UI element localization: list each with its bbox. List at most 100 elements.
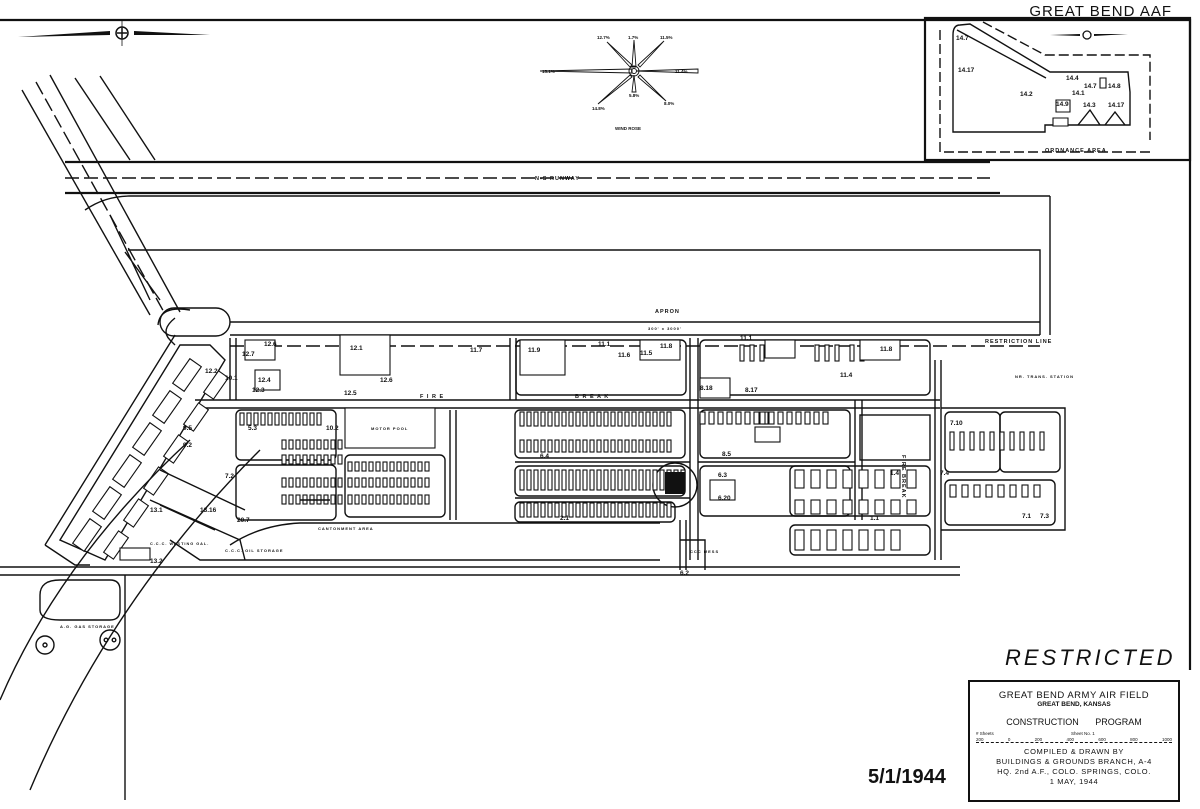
barracks-building <box>735 411 742 425</box>
barracks-building <box>375 494 381 505</box>
scale-bar: 200 0 200 400 600 800 1000 <box>976 737 1172 743</box>
barracks-building <box>603 502 609 518</box>
building-number: 11.8 <box>880 346 893 353</box>
barracks-building <box>810 499 821 515</box>
barracks-building <box>361 461 367 472</box>
labeled-buildings <box>119 334 931 561</box>
scale-tick: 400 <box>1066 737 1074 742</box>
barracks-building <box>302 439 308 450</box>
building-number: 11.8 <box>660 343 673 350</box>
building-number: 13.16 <box>200 507 217 514</box>
barracks-building <box>666 439 672 453</box>
barracks-building <box>624 502 630 518</box>
barracks-building <box>596 411 602 427</box>
barracks-building <box>842 469 853 489</box>
wind-rose-w: 15.1% <box>542 69 555 74</box>
barracks-building <box>316 439 322 450</box>
barracks-building <box>424 477 430 488</box>
barracks-building <box>337 494 343 505</box>
barracks-building <box>874 469 885 489</box>
building-number: 7.1 <box>1022 513 1031 520</box>
barracks-building <box>768 411 775 425</box>
barracks-building <box>309 439 315 450</box>
building-number: 7.10 <box>950 420 963 427</box>
barracks-building <box>858 469 869 489</box>
compiled-by: COMPILED & DRAWN BY <box>1024 747 1124 756</box>
frame-border <box>0 18 1192 670</box>
road-network <box>0 338 1066 800</box>
gas-storage: A.G. GAS STORAGE <box>35 624 121 655</box>
block-outline <box>235 464 337 521</box>
barracks-building <box>826 529 837 551</box>
buildings <box>239 344 1045 551</box>
barracks-building <box>288 477 294 488</box>
barracks-building <box>624 411 630 427</box>
barracks-building <box>810 529 821 551</box>
building-number: 1.1 <box>870 515 879 522</box>
hangar-building <box>151 389 183 425</box>
motor-pool-label: MOTOR POOL <box>371 426 408 431</box>
barracks-building <box>786 411 793 425</box>
sheet-number: Sheet No. 1 <box>1071 731 1095 736</box>
barracks-building <box>979 431 985 451</box>
barracks-building <box>999 431 1005 451</box>
barracks-building <box>253 412 259 426</box>
barracks-building <box>810 469 821 489</box>
barracks-building <box>589 469 595 491</box>
barracks-building <box>890 499 901 515</box>
inset-north-arrow-icon <box>1050 30 1128 40</box>
barracks-building <box>826 499 837 515</box>
barracks-building <box>666 411 672 427</box>
barracks-building <box>389 461 395 472</box>
wind-rose-icon <box>539 39 699 105</box>
barracks-building <box>575 502 581 518</box>
barracks-building <box>969 431 975 451</box>
barracks-building <box>749 344 755 362</box>
apron-label: APRON <box>655 309 680 315</box>
barracks-building <box>302 477 308 488</box>
barracks-building <box>858 529 869 551</box>
barracks-building <box>638 502 644 518</box>
cantonment-area-label: CANTONMENT AREA <box>318 526 374 531</box>
barracks-building <box>645 502 651 518</box>
hangar-building <box>71 517 103 553</box>
block-outline <box>699 465 851 517</box>
barracks-building <box>281 477 287 488</box>
building-number: 6.4 <box>540 453 549 460</box>
barracks-building <box>794 499 805 515</box>
barracks-building <box>645 469 651 491</box>
building-number: 11.4 <box>840 372 853 379</box>
barracks-building <box>1033 484 1041 498</box>
barracks-building <box>389 477 395 488</box>
building-number: 12.2 <box>205 368 218 375</box>
block-outline <box>514 501 676 523</box>
barracks-building <box>281 439 287 450</box>
barracks-building <box>361 477 367 488</box>
barracks-building <box>540 439 546 453</box>
building-number: 10.1 <box>225 375 238 382</box>
building-number: 6.3 <box>718 472 727 479</box>
barracks-building <box>617 439 623 453</box>
scale-tick: 1000 <box>1161 737 1172 742</box>
barracks-building <box>890 469 901 489</box>
barracks-building <box>631 469 637 491</box>
barracks-building <box>568 502 574 518</box>
barracks-building <box>417 461 423 472</box>
barracks-building <box>596 439 602 453</box>
barracks-building <box>554 469 560 491</box>
barracks-building <box>759 344 765 362</box>
block-outline <box>515 339 687 396</box>
barracks-building <box>906 499 917 515</box>
barracks-building <box>822 411 829 425</box>
barracks-building <box>316 454 322 465</box>
barracks-building <box>547 411 553 427</box>
barracks-building <box>410 461 416 472</box>
barracks-building <box>610 502 616 518</box>
barracks-building <box>561 439 567 453</box>
barracks-building <box>403 494 409 505</box>
block-outline <box>699 339 931 396</box>
barracks-building <box>638 411 644 427</box>
barracks-building <box>631 502 637 518</box>
barracks-building <box>582 502 588 518</box>
